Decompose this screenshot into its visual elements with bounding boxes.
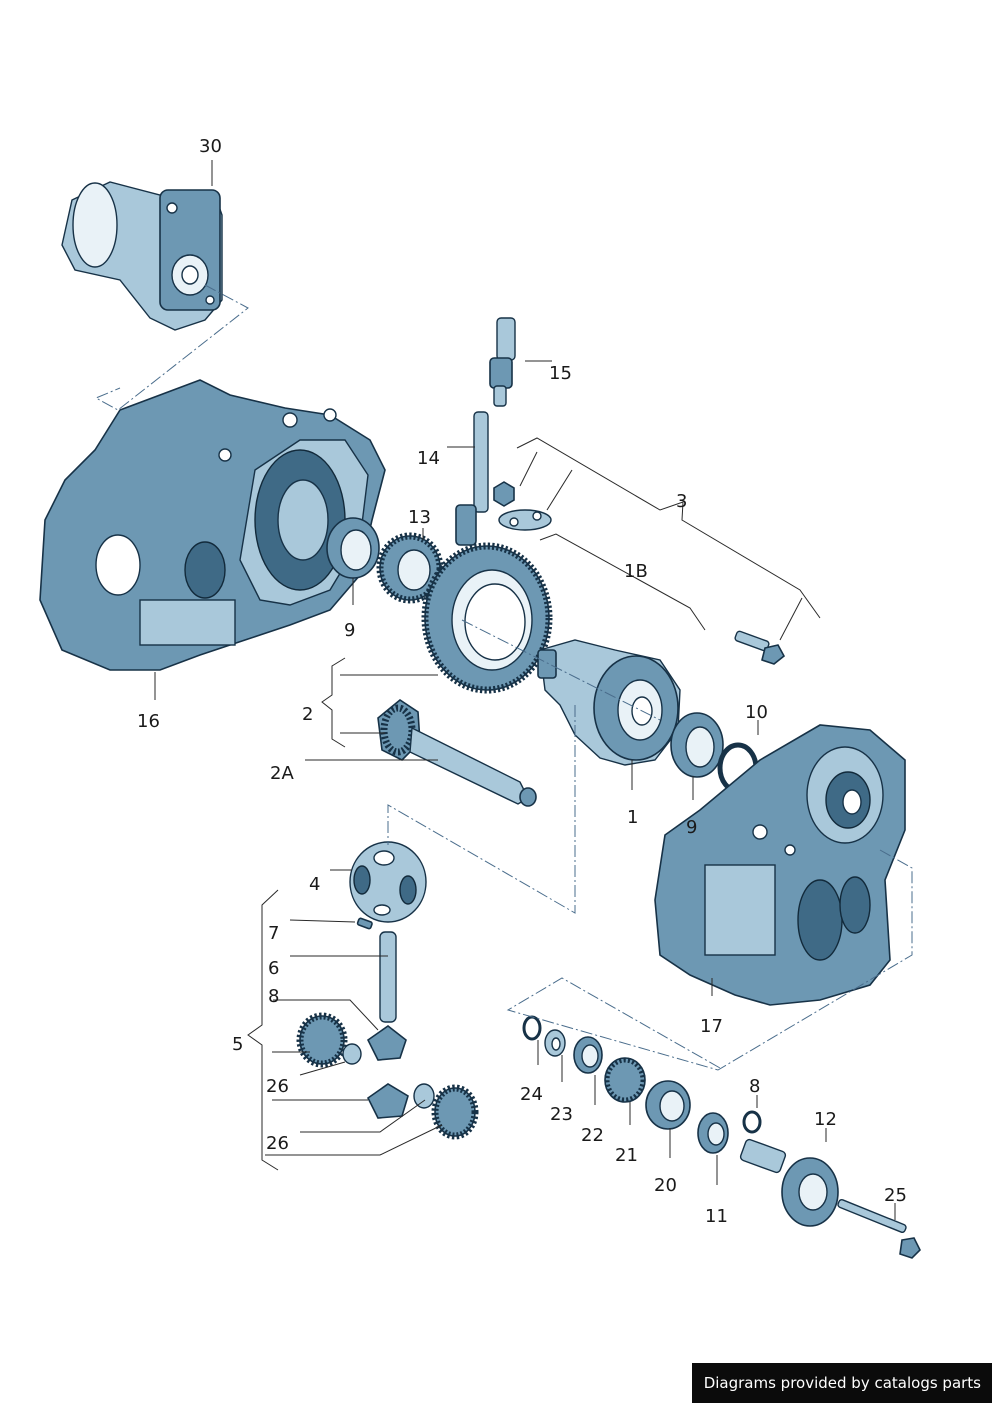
label-21: 21	[615, 1145, 638, 1166]
label-9-upper: 9	[344, 620, 355, 641]
label-8-left: 8	[268, 986, 279, 1007]
part-24-circlip	[522, 1015, 542, 1041]
part-17-right-housing	[654, 724, 906, 1006]
label-13: 13	[408, 507, 431, 528]
part-23-spring-washer	[544, 1029, 566, 1057]
part-22-thrust-ring	[573, 1036, 603, 1074]
label-22: 22	[581, 1125, 604, 1146]
credit-banner: Diagrams provided by catalogs parts	[691, 1363, 992, 1403]
label-11: 11	[705, 1206, 728, 1227]
part-2A-pinion-shaft	[377, 699, 537, 807]
part-9-bearing-lower	[670, 712, 724, 778]
part-12-flange-shaft	[739, 1138, 839, 1227]
label-26-lower: 26	[266, 1133, 289, 1154]
label-17: 17	[700, 1016, 723, 1037]
label-7: 7	[268, 923, 279, 944]
part-8-spider-gear-bottom	[366, 1083, 409, 1119]
part-21-spring	[604, 1057, 646, 1103]
part-7-pin	[356, 917, 373, 930]
part-1-differential-housing	[537, 639, 681, 766]
callout-labels: 30 15 14 3 13 1B 9 16 2 2A 10 1 9 4 7 6 …	[137, 136, 907, 1227]
part-3-fasteners	[493, 481, 786, 665]
label-23: 23	[550, 1104, 573, 1125]
part-26-side-gear-left	[296, 1012, 362, 1068]
label-15: 15	[549, 363, 572, 384]
label-10: 10	[745, 702, 768, 723]
part-25-bolt	[837, 1199, 921, 1259]
part-4-differential-cage	[349, 841, 427, 923]
part-6-pinion-shaft	[379, 931, 397, 1023]
label-3: 3	[676, 491, 687, 512]
part-8-spider-gear-top	[366, 1025, 407, 1061]
label-24: 24	[520, 1084, 543, 1105]
label-20: 20	[654, 1175, 677, 1196]
label-5: 5	[232, 1034, 243, 1055]
label-1B: 1B	[624, 561, 648, 582]
label-25: 25	[884, 1185, 907, 1206]
label-1: 1	[627, 807, 638, 828]
label-9-lower: 9	[686, 817, 697, 838]
label-4: 4	[309, 874, 320, 895]
leader-lines	[154, 160, 896, 1220]
part-11-oil-seal	[697, 1112, 729, 1154]
label-2: 2	[302, 704, 313, 725]
label-8-right: 8	[749, 1076, 760, 1097]
part-2-ring-gear	[421, 542, 553, 694]
part-13-gear-ring	[376, 532, 444, 604]
label-12: 12	[814, 1109, 837, 1130]
label-2A: 2A	[270, 763, 294, 784]
part-20-bush	[645, 1080, 691, 1130]
part-14-shaft	[455, 411, 489, 546]
label-26-upper: 26	[266, 1076, 289, 1097]
part-16-left-housing	[39, 379, 386, 671]
label-16: 16	[137, 711, 160, 732]
part-15-drive-shaft	[489, 317, 516, 407]
part-8-circlip	[742, 1110, 762, 1134]
assembly-lines	[94, 284, 913, 1071]
part-26-side-gear-right	[413, 1083, 479, 1140]
label-30: 30	[199, 136, 222, 157]
label-6: 6	[268, 958, 279, 979]
label-14: 14	[417, 448, 440, 469]
part-30-actuator	[61, 181, 223, 331]
part-9-bearing-upper	[326, 517, 380, 579]
